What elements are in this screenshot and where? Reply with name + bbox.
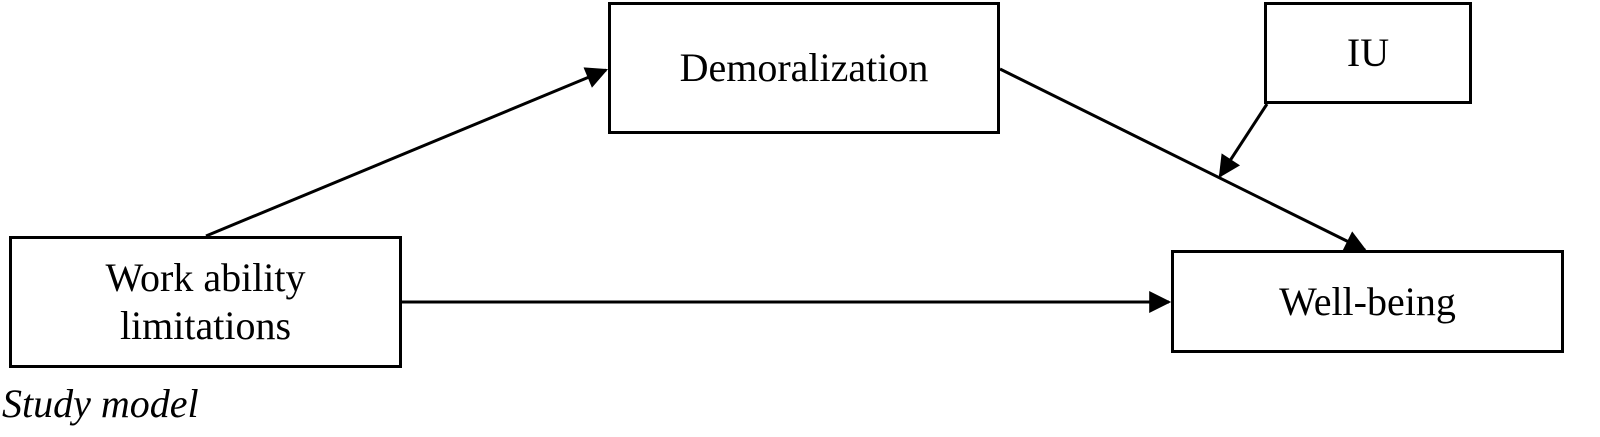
node-work-ability-label-line1: Work ability — [105, 255, 306, 300]
node-iu: IU — [1264, 2, 1472, 104]
node-work-ability-limitations: Work ability limitations — [9, 236, 402, 368]
arrow-work-to-demoralization — [205, 67, 609, 238]
arrow-demoralization-to-wellbeing — [999, 67, 1367, 252]
node-well-being: Well-being — [1171, 250, 1564, 353]
node-demoralization: Demoralization — [608, 2, 1000, 134]
arrow-iu-to-path — [1218, 103, 1269, 178]
node-well-being-label: Well-being — [1279, 278, 1456, 324]
node-work-ability-label-line2: limitations — [119, 303, 292, 348]
node-demoralization-label: Demoralization — [679, 45, 929, 90]
figure-caption: Study model — [2, 381, 199, 426]
node-iu-label: IU — [1346, 30, 1390, 75]
